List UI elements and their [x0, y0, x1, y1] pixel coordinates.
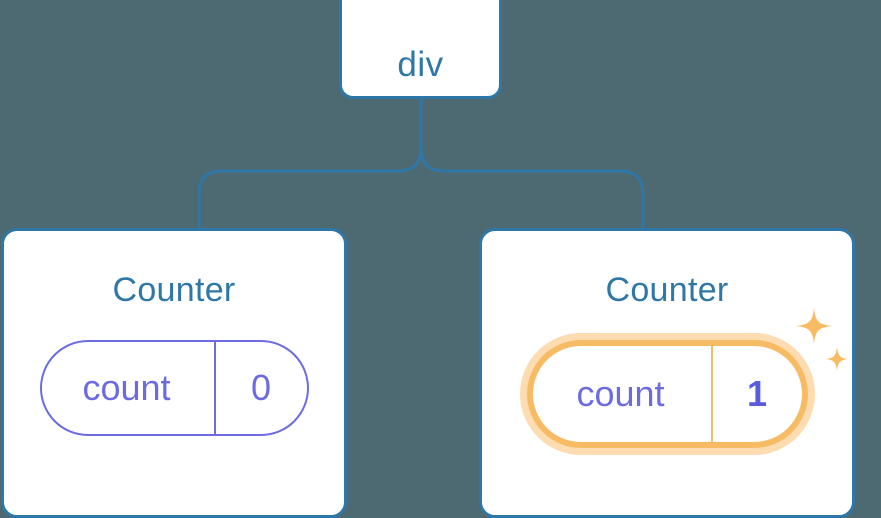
state-pill-left[interactable]: count 0 [39, 340, 309, 436]
node-div-label: div [397, 45, 444, 84]
state-pill-right-wrap: count 1 [526, 308, 848, 448]
state-pill-left-wrap: count 0 [39, 340, 309, 436]
node-counter-right-title: Counter [605, 271, 729, 309]
component-tree-diagram: div Counter count 0 Counter count 1 [1, 0, 855, 518]
connector-root-to-left [197, 97, 423, 232]
tree-connectors [197, 97, 645, 232]
state-pill-left-key: count [42, 342, 216, 434]
connector-root-to-right [419, 97, 645, 232]
state-pill-left-value: 0 [250, 367, 272, 408]
state-pill-right-value: 1 [746, 373, 768, 414]
state-pill-right-key: count [533, 346, 713, 442]
sparkle-large-icon [795, 308, 832, 344]
sparkle-small-icon [825, 347, 848, 371]
state-pill-right[interactable]: count 1 [526, 340, 808, 448]
node-counter-left[interactable]: Counter count 0 [1, 228, 347, 518]
node-counter-left-title: Counter [112, 271, 236, 309]
node-counter-right[interactable]: Counter count 1 [479, 228, 855, 518]
node-div[interactable]: div [339, 0, 502, 99]
